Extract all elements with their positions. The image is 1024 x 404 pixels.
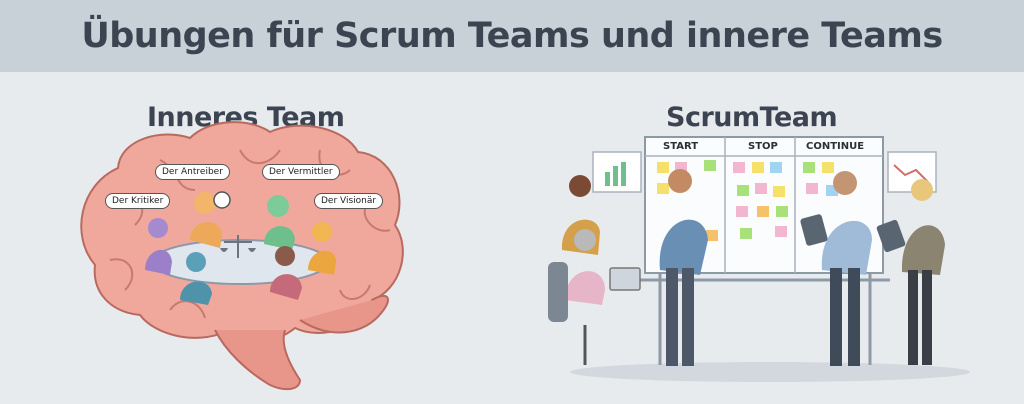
round-table (151, 235, 329, 285)
inner-team-figures (145, 191, 336, 305)
brain (80, 121, 404, 391)
scrum-team-heading: ScrumTeam (666, 102, 838, 133)
wall-charts (592, 151, 937, 193)
board-column-stop: STOP (748, 141, 778, 152)
people (548, 169, 945, 366)
sticky-notes (657, 160, 838, 241)
inner-team-heading: Inneres Team (147, 102, 345, 133)
board-column-continue: CONTINUE (806, 141, 865, 152)
whiteboard (640, 136, 890, 365)
role-bubble-vermittler: Der Vermittler (262, 164, 340, 180)
page-title: Übungen für Scrum Teams und innere Teams (81, 16, 943, 56)
role-bubble-antreiber: Der Antreiber (155, 164, 230, 180)
title-banner: Übungen für Scrum Teams und innere Teams (0, 0, 1024, 72)
role-bubble-visionaer: Der Visionär (314, 193, 384, 209)
role-bubble-kritiker: Der Kritiker (105, 193, 171, 209)
board-column-start: START (663, 141, 699, 152)
